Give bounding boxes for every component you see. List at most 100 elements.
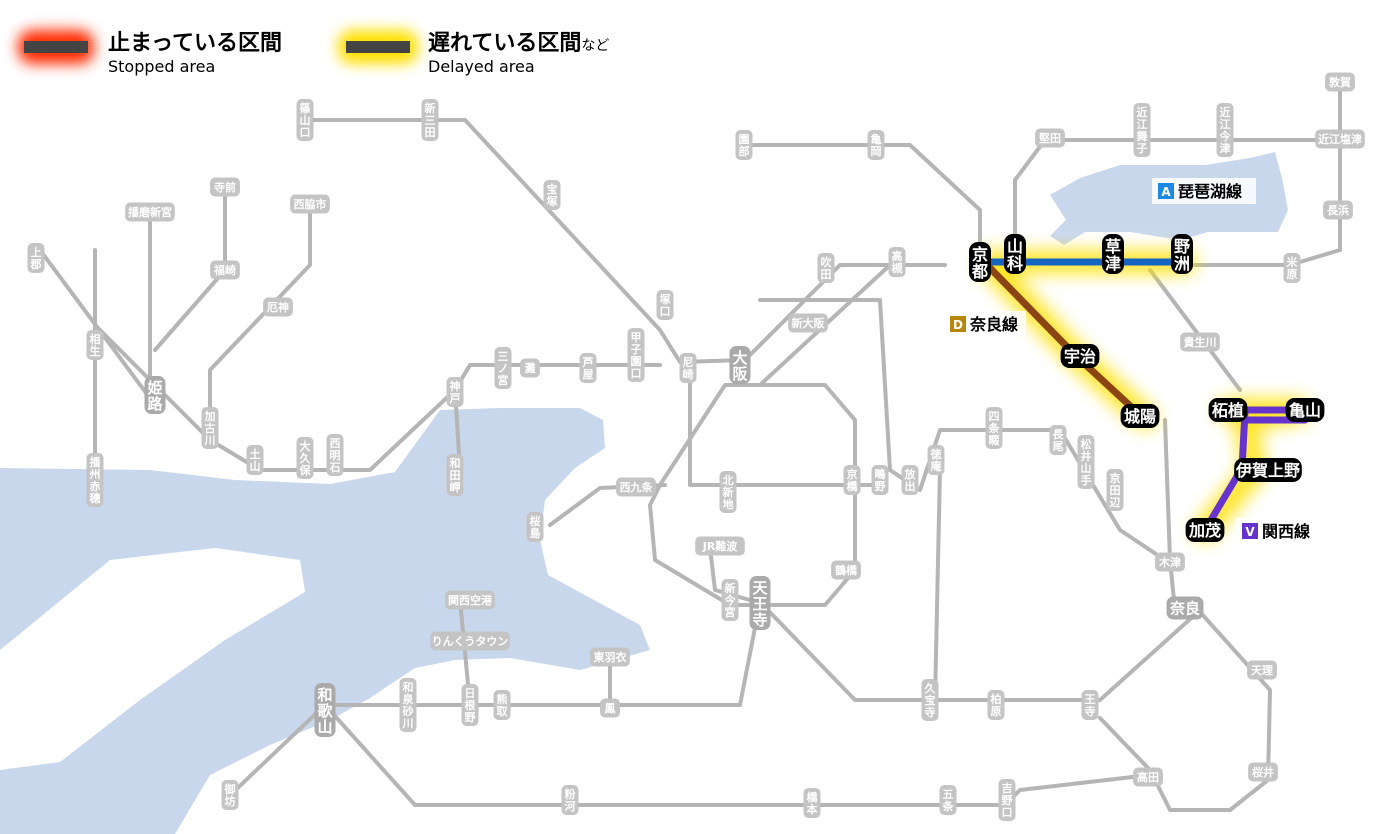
station-takada[interactable]: 高田 — [1133, 767, 1163, 787]
station-label-char: 京 — [972, 245, 988, 264]
station-major-8[interactable]: 伊賀上野 — [1234, 458, 1302, 482]
station-kyuhoji[interactable]: 久宝寺 — [921, 679, 939, 721]
station-dobashi[interactable]: 土山 — [246, 445, 264, 475]
station-sakurai[interactable]: 桜井 — [1248, 762, 1278, 782]
station-sannomiya[interactable]: 三ノ宮 — [494, 347, 512, 389]
station-major-2[interactable]: 草津 — [1102, 234, 1124, 274]
station-jrnamba[interactable]: JR難波 — [695, 536, 745, 556]
station-label-char: 洲 — [1174, 254, 1190, 273]
station-kyobashi[interactable]: 京橋 — [843, 465, 861, 495]
station-tokuan[interactable]: 徳庵 — [927, 445, 945, 475]
station-shinosaka[interactable]: 新大阪 — [788, 313, 828, 333]
station-takarazuka[interactable]: 宝塚 — [543, 180, 561, 210]
station-major-5[interactable]: 城陽 — [1120, 404, 1160, 428]
station-amagasaki[interactable]: 尼崎 — [679, 353, 697, 383]
station-hanaten[interactable]: 放出 — [901, 465, 919, 495]
station-ashiya[interactable]: 芦屋 — [579, 353, 597, 383]
station-sakurajima[interactable]: 桜島 — [526, 512, 544, 542]
station-tsuruga[interactable]: 敦賀 — [1325, 72, 1355, 92]
station-label: 厄神 — [267, 300, 289, 314]
badge-nara[interactable]: D 奈良線 — [944, 311, 1026, 337]
station-omishiotsu[interactable]: 近江塩津 — [1315, 129, 1365, 149]
station-kashiwara[interactable]: 柏原 — [987, 690, 1005, 720]
station-nagahama[interactable]: 長浜 — [1323, 200, 1353, 220]
station-major-9[interactable]: 加茂 — [1185, 518, 1225, 542]
station-tsukaguchi[interactable]: 塚口 — [656, 290, 674, 320]
badge-biwako[interactable]: A 琵琶湖線 — [1152, 178, 1256, 204]
station-kamigori[interactable]: 上郡 — [27, 243, 45, 273]
station-label-char: 阪 — [732, 365, 748, 383]
station-fukusaki[interactable]: 福崎 — [210, 260, 240, 280]
station-tenri[interactable]: 天理 — [1247, 660, 1277, 680]
station-gobo[interactable]: 御坊 — [221, 780, 239, 810]
station-kakogawa[interactable]: 加古川 — [201, 407, 219, 449]
station-tennoji[interactable]: 天王寺 — [749, 576, 771, 630]
station-hineno[interactable]: 日根野 — [461, 684, 479, 726]
station-yakujin[interactable]: 厄神 — [263, 297, 293, 317]
station-kobe[interactable]: 神戸 — [446, 377, 464, 407]
station-osaka[interactable]: 大阪 — [729, 346, 751, 384]
station-hashimoto[interactable]: 橋本 — [803, 788, 821, 818]
station-okubo[interactable]: 大久保 — [296, 437, 314, 479]
station-sasayamaguchi[interactable]: 篠山口 — [296, 99, 314, 141]
station-kizugawadai[interactable]: 木津 — [1155, 552, 1185, 572]
station-yoshinoguchi[interactable]: 吉野口 — [998, 779, 1016, 821]
station-otori[interactable]: 鳳 — [600, 698, 620, 718]
station-nada[interactable]: 灘 — [520, 358, 540, 378]
station-nishiwakishi[interactable]: 西脇市 — [290, 194, 330, 214]
station-shijonawate[interactable]: 四条畷 — [985, 407, 1003, 449]
station-rinku[interactable]: りんくうタウン — [430, 631, 510, 651]
station-wakayama[interactable]: 和歌山 — [314, 683, 336, 737]
station-higashihagoromo[interactable]: 東羽衣 — [590, 647, 630, 667]
badge-kansai[interactable]: V 関西線 — [1236, 518, 1318, 544]
station-sonobe[interactable]: 園部 — [735, 130, 753, 160]
station-label-char: 穂 — [90, 491, 101, 505]
station-kumatori[interactable]: 熊取 — [493, 690, 511, 720]
station-kansaikuko[interactable]: 関西空港 — [445, 590, 495, 610]
station-tsurumibashi[interactable]: 鶴橋 — [831, 560, 861, 580]
station-kitashinchi[interactable]: 北新地 — [719, 471, 737, 513]
station-label-char: 坊 — [225, 794, 236, 808]
station-aioi[interactable]: 相生 — [86, 330, 104, 360]
station-kameoka[interactable]: 亀岡 — [867, 130, 885, 160]
kansai-line-name: 関西線 — [1262, 522, 1310, 541]
station-wadamisaki[interactable]: 和田岬 — [446, 454, 464, 496]
station-major-3[interactable]: 野洲 — [1171, 234, 1193, 274]
station-oji[interactable]: 王寺 — [1081, 690, 1099, 720]
station-kokawa[interactable]: 粉河 — [561, 785, 579, 815]
station-major-1[interactable]: 山科 — [1004, 234, 1026, 274]
station-takatsuki[interactable]: 高槻 — [888, 247, 906, 277]
station-suita[interactable]: 吹田 — [817, 253, 835, 283]
station-label-char: 五 — [943, 788, 954, 801]
station-shigino[interactable]: 鴫野 — [871, 465, 889, 495]
legend-stopped-ja: 止まっている区間 — [108, 31, 282, 56]
station-gojo[interactable]: 五条 — [939, 785, 957, 815]
legend-delayed: 遅れている区間など Delayed area — [338, 30, 609, 76]
station-kibukawa[interactable]: 貴生川 — [1180, 332, 1220, 352]
station-major-6[interactable]: 柘植 — [1208, 398, 1248, 422]
station-nishikujo[interactable]: 西九条 — [616, 477, 656, 497]
station-shinsanda[interactable]: 新三田 — [421, 99, 439, 141]
station-major-0[interactable]: 京都 — [969, 242, 991, 282]
station-label-char: 米 — [1286, 255, 1299, 269]
station-maibara[interactable]: 米原 — [1283, 253, 1301, 283]
station-kyotanabe[interactable]: 京田辺 — [1106, 469, 1124, 511]
station-shinimamiya[interactable]: 新今宮 — [721, 579, 739, 621]
station-nishiakashi[interactable]: 西明石 — [326, 434, 344, 476]
station-label: 加茂 — [1188, 521, 1221, 540]
legend-delayed-suffix: など — [581, 38, 609, 54]
station-nagao[interactable]: 長尾 — [1049, 425, 1067, 455]
station-nara[interactable]: 奈良 — [1166, 596, 1204, 620]
station-harimashingu[interactable]: 播磨新宮 — [125, 202, 175, 222]
station-major-4[interactable]: 宇治 — [1060, 344, 1100, 368]
station-major-7[interactable]: 亀山 — [1285, 398, 1325, 422]
station-katata[interactable]: 堅田 — [1035, 128, 1065, 148]
station-teramae[interactable]: 寺前 — [210, 177, 240, 197]
station-himeji[interactable]: 姫路 — [144, 376, 166, 414]
